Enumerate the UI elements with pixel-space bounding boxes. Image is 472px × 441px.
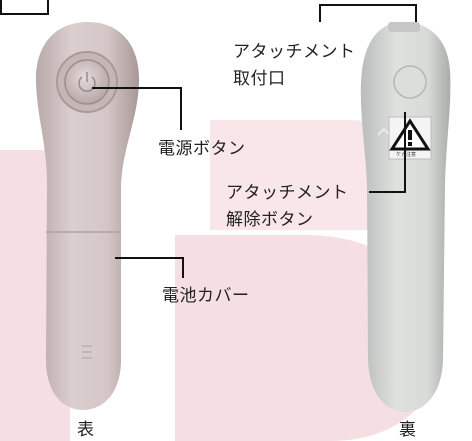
power-icon — [78, 72, 96, 92]
release-button-shape — [393, 65, 427, 99]
warning-sticker-text: ケガ注意 — [396, 152, 417, 158]
label-attachment-release-line2: 解除ボタン — [226, 210, 314, 230]
battery-cover-leader — [115, 257, 184, 278]
label-attachment-mount-line1: アタッチメント — [233, 42, 356, 62]
label-back: 裏 — [399, 420, 416, 440]
power-button-leader — [92, 87, 182, 130]
front-body — [35, 22, 140, 410]
label-power-button: 電源ボタン — [158, 139, 246, 159]
release-button-leader — [369, 112, 406, 193]
warning-sticker — [388, 116, 432, 160]
label-attachment-mount-line2: 取付口 — [233, 69, 286, 89]
attachment-mount-leader — [319, 4, 417, 22]
label-front: 表 — [77, 420, 94, 440]
corner-box — [0, 0, 49, 15]
label-battery-cover: 電池カバー — [162, 286, 250, 306]
label-attachment-release-line1: アタッチメント — [226, 183, 349, 203]
